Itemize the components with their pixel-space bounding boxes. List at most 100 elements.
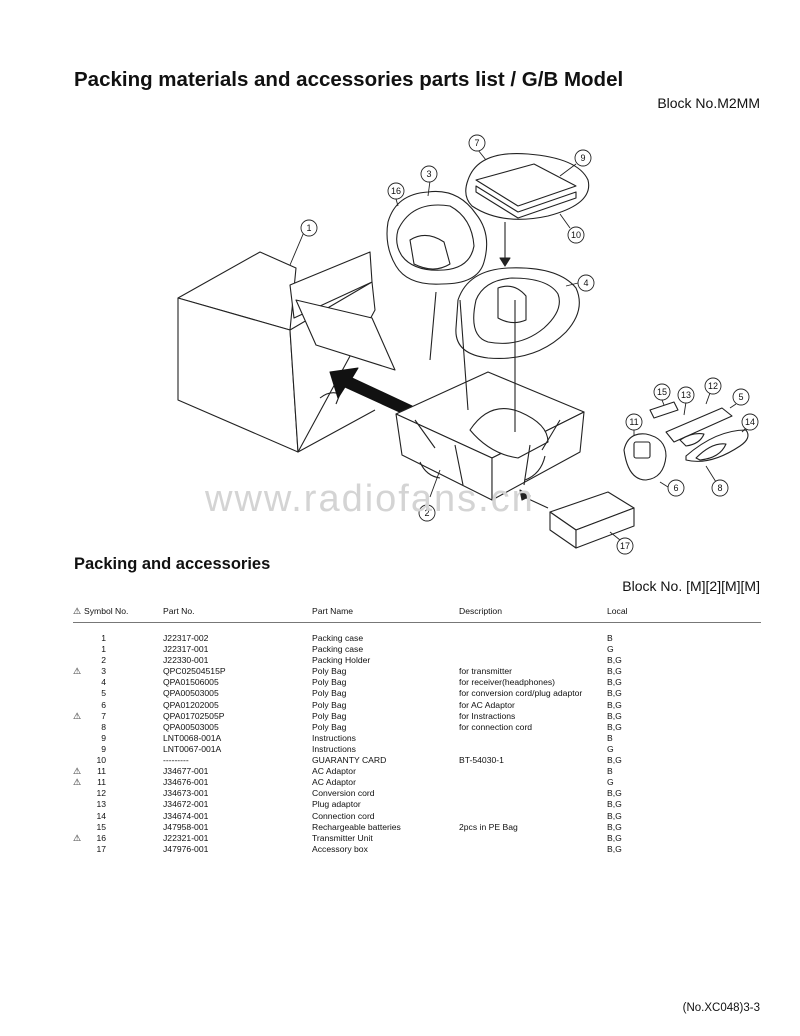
callout-2: 2 xyxy=(424,508,429,518)
parts-table: ⚠Symbol No. Part No. Part Name Descripti… xyxy=(73,600,761,855)
local-cell: B,G xyxy=(607,655,622,666)
description-cell: for transmitter xyxy=(459,666,513,677)
local-cell: B,G xyxy=(607,688,622,699)
packing-case-drawing xyxy=(177,251,396,453)
symbol-cell: ⚠3 xyxy=(73,666,106,677)
description-cell xyxy=(459,644,607,655)
part-name-cell: Packing Holder xyxy=(312,655,371,666)
symbol-cell: 1 xyxy=(101,644,106,655)
description-cell: for Instractions xyxy=(459,710,516,721)
part-name-cell: Poly Bag xyxy=(312,721,347,732)
part-no-cell: QPA01702505P xyxy=(163,710,225,721)
callout-9: 9 xyxy=(580,153,585,163)
local-cell: B xyxy=(607,766,613,777)
warning-icon: ⚠ xyxy=(73,710,82,721)
part-no-cell: LNT0067-001A xyxy=(163,743,222,754)
local-cell: B,G xyxy=(607,799,622,810)
part-no-cell: LNT0068-001A xyxy=(163,732,222,743)
section-title: Packing and accessories xyxy=(74,555,271,573)
description-cell xyxy=(459,833,607,844)
col-symbol: ⚠Symbol No. xyxy=(73,600,163,623)
part-no-cell: J47958-001 xyxy=(163,821,209,832)
local-cell: G xyxy=(607,644,614,655)
description-cell: for conversion cord/plug adaptor xyxy=(459,688,583,699)
part-no-cell: J34672-001 xyxy=(163,799,209,810)
callout-7: 7 xyxy=(474,138,479,148)
callout-10: 10 xyxy=(571,230,581,240)
symbol-cell: 4 xyxy=(101,677,106,688)
symbol-cell: 15 xyxy=(96,821,106,832)
part-no-cell: QPC02504515P xyxy=(163,666,226,677)
symbol-cell: 10 xyxy=(96,755,106,766)
table-header-row: ⚠Symbol No. Part No. Part Name Descripti… xyxy=(73,600,761,623)
col-part-no: Part No. xyxy=(163,600,312,623)
part-name-cell: Rechargeable batteries xyxy=(312,821,401,832)
local-cell: B,G xyxy=(607,699,622,710)
part-no-cell: --------- xyxy=(163,755,189,766)
packing-holder-drawing xyxy=(395,371,585,501)
part-name-cell: GUARANTY CARD xyxy=(312,755,387,766)
instructions-bag-drawing xyxy=(465,152,590,220)
description-cell: for receiver(headphones) xyxy=(459,677,556,688)
description-cell xyxy=(459,811,607,822)
part-no-cell: QPA00503005 xyxy=(163,721,219,732)
part-name-cell: Poly Bag xyxy=(312,699,347,710)
part-no-cell: QPA01506005 xyxy=(163,677,219,688)
callout-14: 14 xyxy=(745,417,755,427)
callout-8: 8 xyxy=(717,483,722,493)
description-cell xyxy=(459,655,607,666)
symbol-cell: 13 xyxy=(96,799,106,810)
local-cell: G xyxy=(607,777,614,788)
part-name-cell: Plug adaptor xyxy=(312,799,361,810)
accessories-drawing xyxy=(623,401,749,481)
callout-11: 11 xyxy=(629,417,638,427)
page-title: Packing materials and accessories parts … xyxy=(74,68,624,91)
part-name-cell: Transmitter Unit xyxy=(312,832,373,843)
transmitter-bag-drawing xyxy=(386,190,488,285)
description-cell xyxy=(459,744,607,755)
callout-1: 1 xyxy=(306,223,311,233)
part-no-cell: J34674-001 xyxy=(163,810,209,821)
part-no-cell: J22330-001 xyxy=(163,655,209,666)
section-block-number: Block No. [M][2][M][M] xyxy=(622,578,760,594)
callout-15: 15 xyxy=(657,387,667,397)
symbol-cell: 12 xyxy=(96,788,106,799)
part-no-cell: J34677-001 xyxy=(163,766,209,777)
part-name-cell: Poly Bag xyxy=(312,666,347,677)
part-no-cell: J47976-001 xyxy=(163,843,209,854)
local-cell: B xyxy=(607,732,613,743)
symbol-cell: 5 xyxy=(101,688,106,699)
symbol-cell: 9 xyxy=(101,743,106,754)
diagram-callouts xyxy=(289,134,759,555)
warning-icon: ⚠ xyxy=(73,766,82,777)
part-name-cell: Accessory box xyxy=(312,843,368,854)
accessory-box-drawing xyxy=(549,491,635,549)
symbol-cell: 8 xyxy=(101,721,106,732)
symbol-cell: 1 xyxy=(101,633,106,643)
local-cell: B,G xyxy=(607,843,622,854)
symbol-cell: 2 xyxy=(101,655,106,666)
part-no-cell: QPA00503005 xyxy=(163,688,219,699)
local-cell: B,G xyxy=(607,721,622,732)
description-cell xyxy=(459,799,607,810)
part-name-cell: AC Adaptor xyxy=(312,766,356,777)
description-cell: 2pcs in PE Bag xyxy=(459,821,518,832)
callout-4: 4 xyxy=(583,278,588,288)
callout-6: 6 xyxy=(673,483,678,493)
warning-icon: ⚠ xyxy=(73,666,82,677)
callout-5: 5 xyxy=(738,392,743,402)
part-name-cell: Instructions xyxy=(312,732,356,743)
part-name-cell: Conversion cord xyxy=(312,788,375,799)
description-cell xyxy=(459,766,607,777)
symbol-cell: ⚠16 xyxy=(73,832,106,843)
watermark: www.radiofans.cn xyxy=(205,478,535,520)
